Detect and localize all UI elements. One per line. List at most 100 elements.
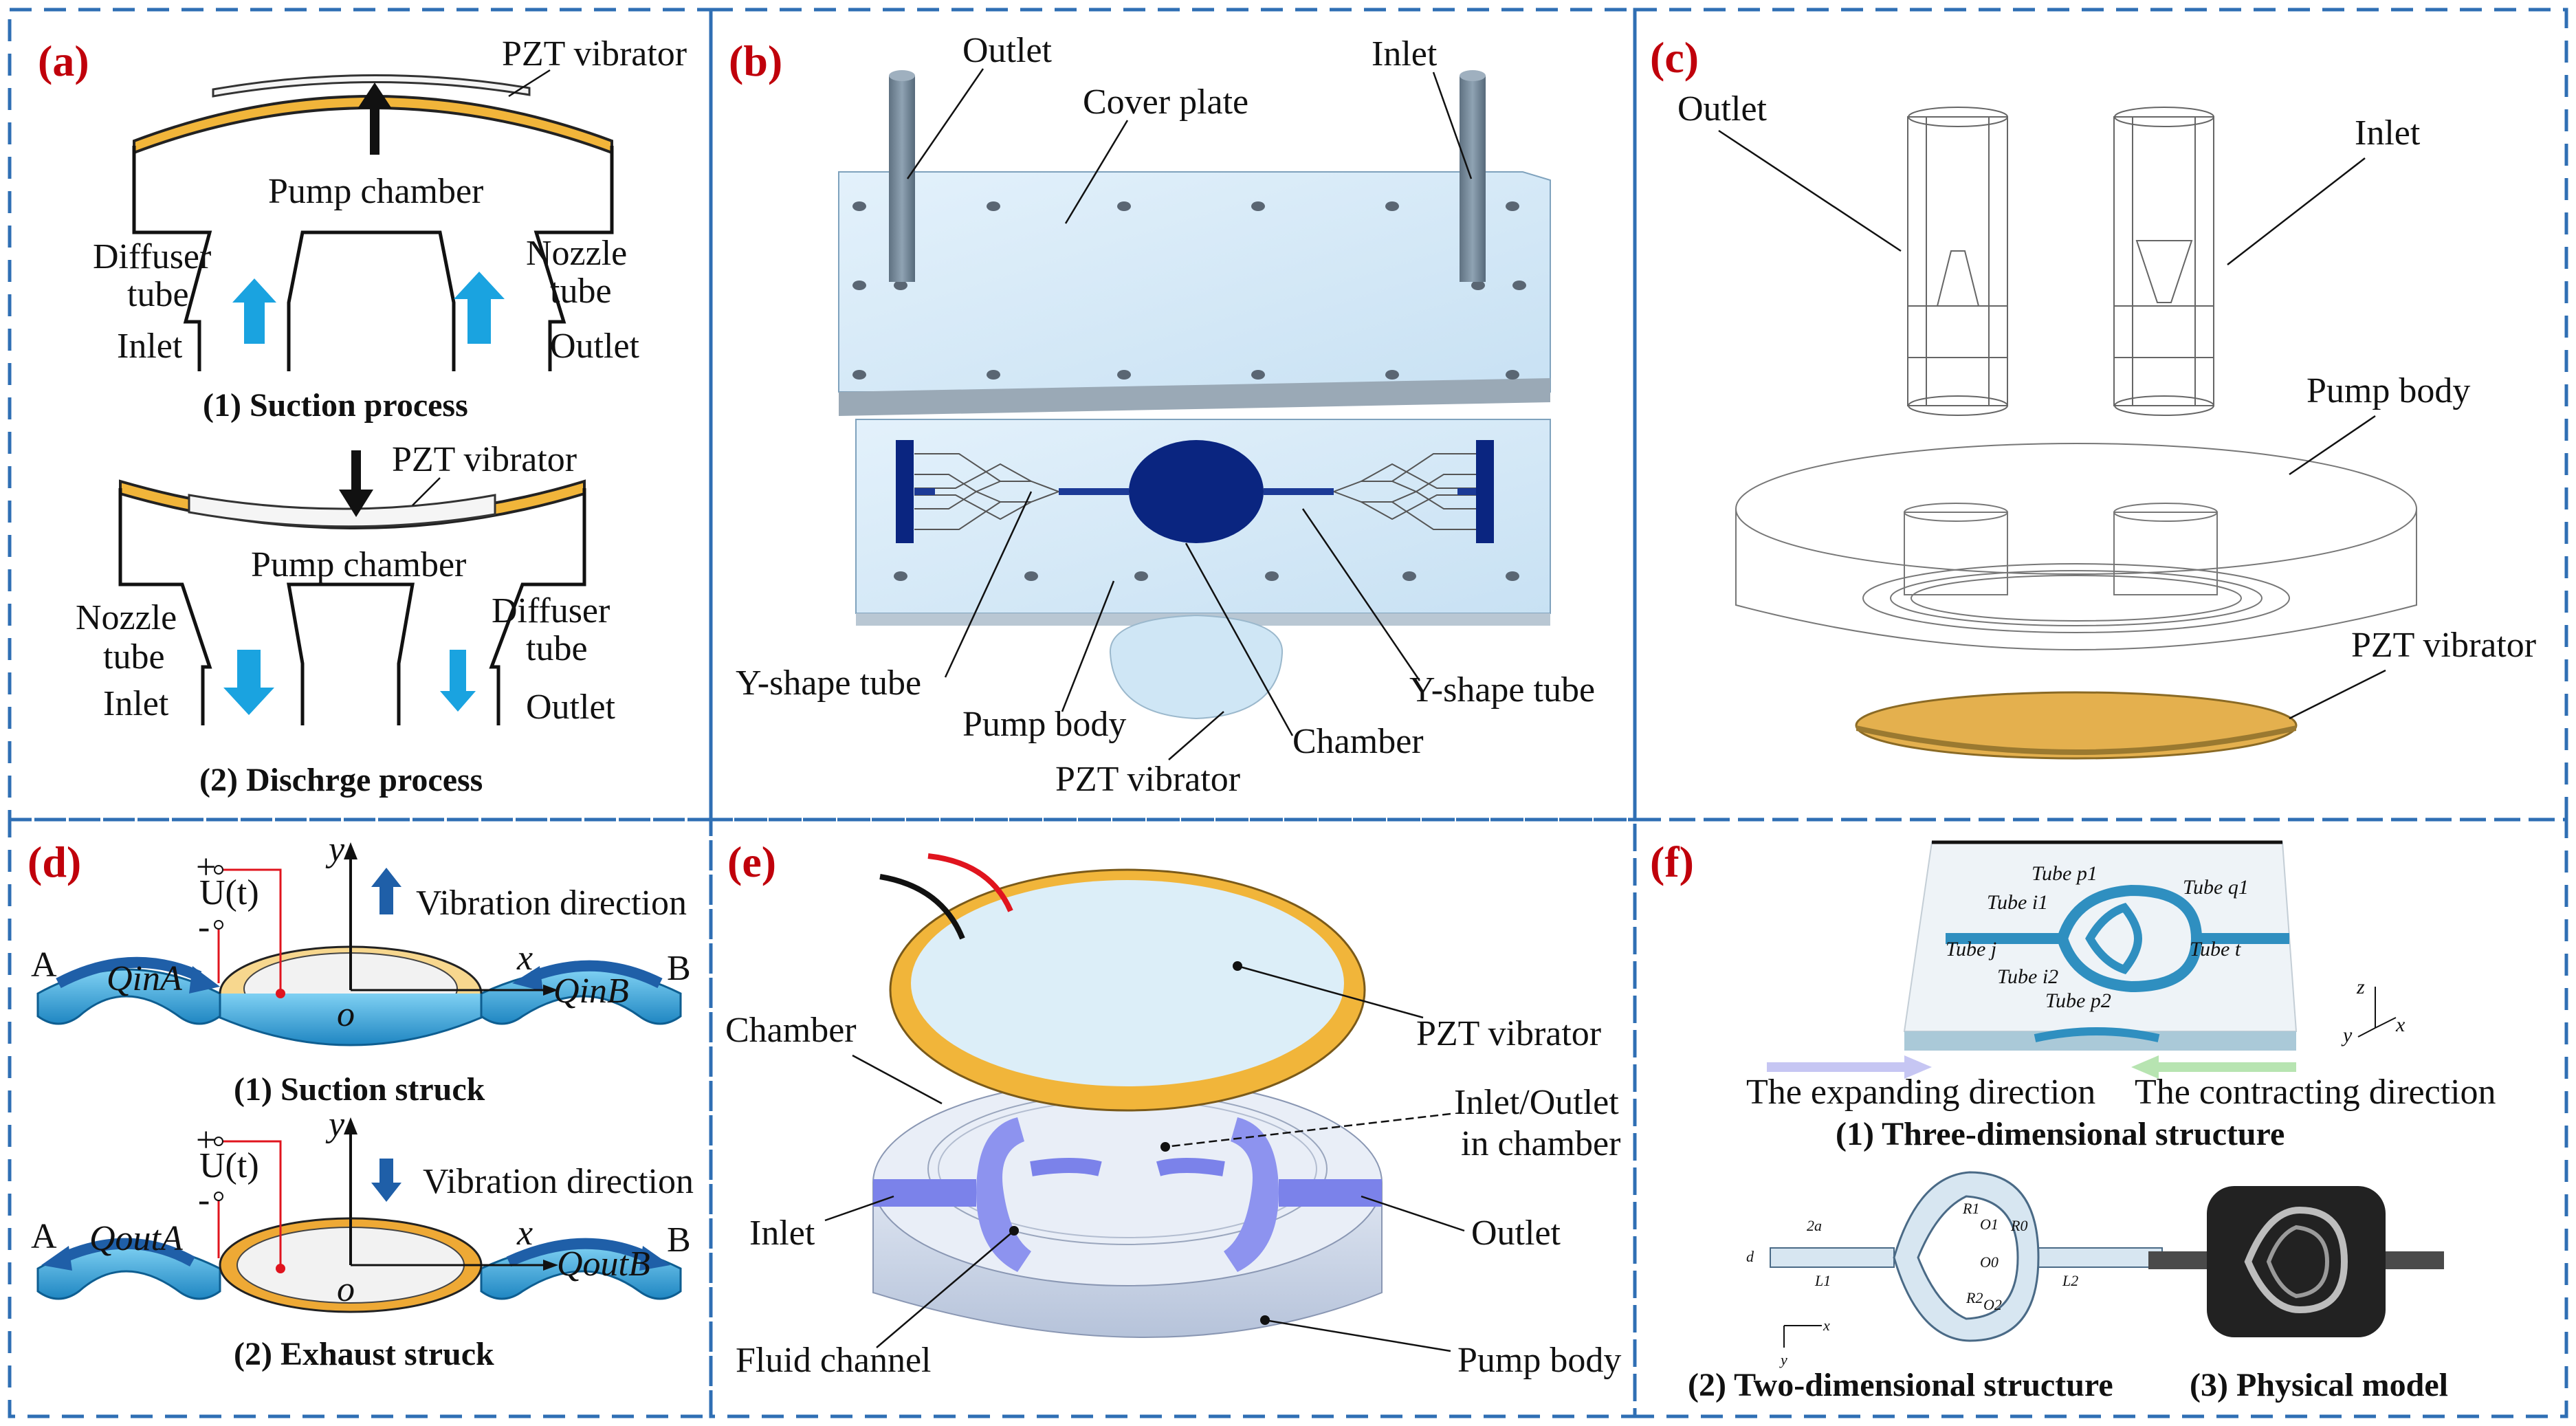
vib-arrow-exhaust	[371, 1159, 401, 1202]
pzt-disc-b	[1109, 614, 1284, 720]
b-label-exhaust: B	[667, 1220, 691, 1260]
y-tube-left-label: Y-shape tube	[736, 663, 921, 703]
contracting-arrow	[2159, 1062, 2296, 1072]
expanding-arrow	[1767, 1062, 1904, 1072]
flow-arrow-inlet-discharge	[223, 650, 274, 715]
pump-body-c	[1735, 443, 2417, 650]
pzt-inner-e	[911, 880, 1344, 1086]
outlet-label-c: Outlet	[1677, 89, 1768, 129]
inlet-outlet-label-1: Inlet/Outlet	[1454, 1083, 1619, 1122]
pzt-electrode-discharge	[188, 494, 496, 528]
inlet-leader-e	[824, 1195, 894, 1222]
panel-b: (b)	[729, 31, 1595, 799]
wire-terminal-suction-2	[214, 865, 223, 875]
inlet-label-b: Inlet	[1372, 34, 1438, 74]
caption-2d: (2) Two-dimensional structure	[1688, 1367, 2113, 1403]
tesla-loop	[2056, 884, 2203, 993]
inlet-channel-e	[873, 1179, 976, 1207]
inner-tube-left	[1030, 1158, 1102, 1176]
origin-label-exhaust: o	[337, 1270, 355, 1309]
q-in-b-label: QinB	[553, 972, 629, 1011]
outlet-leader-b	[906, 68, 984, 179]
pump-chamber-label-suction: Pump chamber	[268, 172, 483, 211]
plus-exhaust: +	[196, 1121, 216, 1160]
flow-arc-b-suction	[531, 960, 663, 989]
inlet-tube	[1460, 76, 1486, 282]
pzt-leader-e-dot	[1233, 961, 1242, 971]
outlet-tube	[889, 76, 915, 282]
q-out-a-label: QoutA	[89, 1219, 183, 1258]
dim-r1: R1	[1962, 1200, 1979, 1217]
y-label-exhaust: y	[325, 1105, 345, 1144]
panel-label-b: (b)	[729, 36, 782, 85]
flow-arc-a-suction	[56, 956, 202, 989]
panel-e: (e) PZT vibrator Chamber Inlet/Outlet in…	[725, 837, 1621, 1380]
voltage-label-exhaust: U(t)	[199, 1146, 259, 1185]
dim-r2: R2	[1966, 1289, 1983, 1306]
channel-2d-right	[2038, 1247, 2163, 1268]
nozzle-label-suction-1: Nozzle	[526, 234, 627, 273]
origin-label-suction: o	[337, 995, 355, 1034]
fluid-channel-left	[976, 1117, 1031, 1272]
wire-red-e	[927, 853, 1013, 912]
pump-body-leader-e-dot	[1260, 1315, 1270, 1325]
pump-body-holes	[894, 571, 1519, 581]
axis-x-label: x	[2395, 1013, 2406, 1036]
wire-terminal-exhaust-1	[214, 1192, 223, 1201]
panel-label-a: (a)	[38, 36, 89, 85]
tube-i2-label: Tube i2	[1997, 965, 2058, 988]
ring-a-suction	[36, 968, 221, 1025]
slab-channel-shadow	[2034, 1027, 2160, 1042]
y-axis-head-exhaust	[344, 1117, 357, 1134]
port-left	[896, 440, 914, 543]
dim-2a: 2a	[1807, 1217, 1822, 1234]
fluid-channel-leader-dot	[1009, 1226, 1019, 1236]
caption-discharge-process: (2) Dischrge process	[199, 762, 483, 798]
pzt-disc-c	[1855, 691, 2298, 760]
x-axis-head-suction	[543, 985, 558, 996]
flow-arc-b-head	[512, 966, 543, 991]
panel-c: (c) Outlet Inlet Pump body PZT vibrator	[1650, 33, 2536, 760]
outlet-label-b: Outlet	[962, 31, 1053, 70]
expanding-arrow-head	[1904, 1055, 1932, 1079]
contracting-label: The contracting direction	[2135, 1073, 2496, 1112]
physical-model-block	[2207, 1186, 2386, 1337]
b-label-suction: B	[667, 949, 691, 988]
diffuser-label-suction-1: Diffuser	[93, 237, 211, 276]
pump-body-leader-e	[1264, 1319, 1451, 1352]
pump-body-label-b: Pump body	[962, 705, 1126, 744]
voltage-label-suction: U(t)	[199, 873, 259, 912]
outlet-channel-e	[1279, 1179, 1382, 1207]
vibration-arrow-up-head	[357, 83, 392, 109]
panel-a: (a) PZT vibrator Pump chamber Diffuser t…	[38, 34, 687, 798]
cover-plate-leader-b	[1064, 120, 1129, 224]
pzt-leader-suction	[508, 69, 551, 98]
pzt-label-e: PZT vibrator	[1416, 1014, 1601, 1053]
x-axis-head-exhaust	[543, 1260, 558, 1271]
vibration-label-exhaust: Vibration direction	[423, 1162, 694, 1201]
nozzle-label-suction-2: tube	[550, 272, 612, 311]
outlet-tube-top	[889, 70, 915, 81]
flow-arc-b-exhaust-head	[639, 1246, 670, 1271]
inlet-cartridge	[2113, 107, 2214, 416]
flow-arrow-inlet-suction	[232, 278, 276, 344]
minus-suction: -	[198, 908, 210, 947]
dim-r0: R0	[2010, 1217, 2027, 1234]
diffuser-label-suction-2: tube	[127, 275, 189, 314]
pzt-leader-b	[1168, 711, 1224, 760]
cover-plate	[838, 171, 1551, 393]
pump-body-leader-c	[2289, 415, 2376, 476]
flow-arrow-outlet-suction	[454, 272, 505, 344]
inlet-leader-c	[2227, 157, 2366, 265]
q-out-b-label: QoutB	[557, 1244, 650, 1284]
q-in-a-label: QinA	[107, 959, 182, 998]
y-axis-head-suction	[344, 842, 357, 859]
fluid-channel-leader	[876, 1230, 1015, 1348]
dim-o1: O1	[1980, 1216, 1999, 1233]
pzt-label-b: PZT vibrator	[1055, 760, 1240, 799]
frame-b	[709, 8, 1637, 822]
physical-model-inner	[2266, 1225, 2330, 1299]
wire-terminal-exhaust-2	[214, 1137, 223, 1146]
flow-arc-a-exhaust	[59, 1238, 195, 1267]
